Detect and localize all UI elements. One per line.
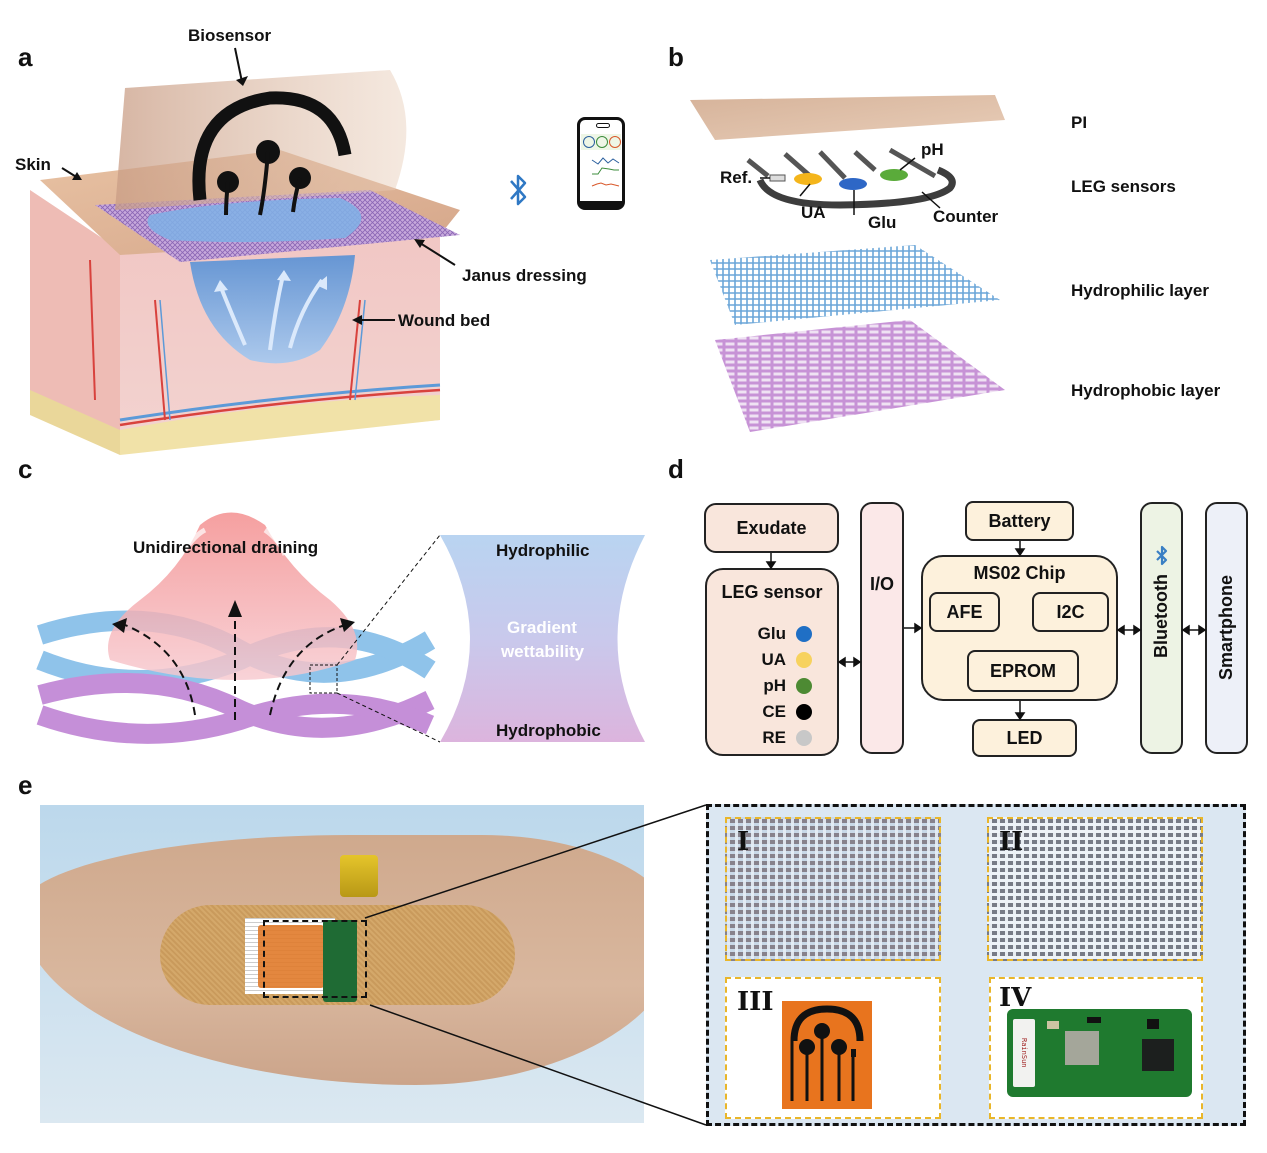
hydrophobic-label: Hydrophobic bbox=[496, 721, 601, 740]
i2c-label: I2C bbox=[1056, 601, 1085, 622]
legend-item-re: RE bbox=[732, 725, 812, 751]
hydrophilic-layer-label: Hydrophilic layer bbox=[1071, 281, 1209, 300]
biosensor-counter-electrode bbox=[192, 91, 352, 201]
i2c-block: I2C bbox=[1032, 592, 1109, 632]
glu-electrode bbox=[839, 178, 867, 190]
inset-i-numeral: I bbox=[737, 827, 750, 857]
panel-a-letter: a bbox=[18, 42, 33, 72]
glu-label: Glu bbox=[868, 213, 897, 232]
ua-label: UA bbox=[801, 203, 826, 222]
zoom-region-box bbox=[309, 664, 338, 694]
hydrophobic-layer-label: Hydrophobic layer bbox=[1071, 381, 1221, 400]
panel-a-illustration bbox=[30, 47, 460, 455]
inset-iv-numeral: IV bbox=[999, 983, 1032, 1013]
eprom-block: EPROM bbox=[967, 650, 1079, 692]
leg-sensor-block: LEG sensor Glu UA pH CE RE bbox=[705, 568, 839, 756]
smartphone-icon bbox=[577, 117, 625, 210]
pcb-module bbox=[323, 920, 357, 1002]
inset-iv: IV RainSun bbox=[989, 977, 1203, 1119]
ce-dot-icon bbox=[796, 704, 812, 720]
eprom-label: EPROM bbox=[989, 660, 1056, 681]
io-block: I/O bbox=[860, 502, 904, 754]
inset-iii: III bbox=[725, 977, 941, 1119]
panel-b-letter: b bbox=[668, 42, 684, 72]
wound-bed bbox=[190, 255, 355, 364]
legend-item-ce: CE bbox=[732, 699, 812, 725]
inset-i: I bbox=[725, 817, 941, 961]
hydrophilic-layer bbox=[710, 245, 1000, 325]
ua-electrode bbox=[794, 173, 822, 185]
leg-sensor-photo bbox=[782, 1001, 872, 1109]
unidirectional-draining-title: Unidirectional draining bbox=[133, 538, 319, 557]
pi-film bbox=[115, 70, 407, 210]
exudate-label: Exudate bbox=[736, 517, 807, 538]
bluetooth-icon bbox=[510, 174, 527, 206]
legend-item-glu: Glu bbox=[732, 621, 812, 647]
ref-label: Ref. bbox=[720, 168, 753, 187]
ua-dot-icon bbox=[796, 652, 812, 668]
janus-dressing-label: Janus dressing bbox=[462, 266, 587, 285]
biosensor-label: Biosensor bbox=[188, 26, 272, 45]
panel-c-draining-illustration bbox=[36, 512, 645, 744]
leg-sensor-title: LEG sensor bbox=[721, 582, 823, 602]
inset-iii-numeral: III bbox=[737, 987, 774, 1017]
led-label: LED bbox=[1006, 727, 1043, 748]
battery bbox=[340, 855, 378, 897]
counter-label: Counter bbox=[933, 207, 999, 226]
phone-readout-ph bbox=[609, 136, 621, 148]
battery-block: Battery bbox=[965, 501, 1074, 541]
panel-c-letter: c bbox=[18, 454, 33, 484]
counter-electrode bbox=[756, 166, 956, 209]
pcb-antenna-text: RainSun bbox=[1020, 1038, 1028, 1068]
afe-label: AFE bbox=[946, 601, 983, 622]
inset-ii-numeral: II bbox=[999, 827, 1024, 857]
leg-sensors-label: LEG sensors bbox=[1071, 177, 1176, 196]
bluetooth-block: Bluetooth bbox=[1140, 502, 1183, 754]
afe-block: AFE bbox=[929, 592, 1000, 632]
panel-e-letter: e bbox=[18, 770, 33, 800]
gradient-wettability-shape bbox=[440, 535, 645, 742]
re-dot-icon bbox=[796, 730, 812, 746]
panel-d-connectors bbox=[765, 541, 1207, 721]
hydrophobic-layer bbox=[715, 320, 1005, 432]
inset-ii: II bbox=[987, 817, 1203, 961]
sensor-legend: Glu UA pH CE RE bbox=[732, 621, 812, 751]
led-block: LED bbox=[972, 719, 1077, 757]
ms02-chip-label: MS02 Chip bbox=[973, 563, 1066, 583]
wound-bed-label: Wound bed bbox=[398, 311, 491, 330]
pi-layer bbox=[690, 95, 1005, 140]
phone-readout-glu bbox=[583, 136, 595, 148]
zoom-region-box bbox=[263, 920, 367, 998]
bluetooth-icon bbox=[1155, 545, 1167, 566]
ph-dot-icon bbox=[796, 678, 812, 694]
hydrophilic-label: Hydrophilic bbox=[496, 541, 590, 560]
gradient-label-line1: Gradient bbox=[507, 618, 577, 637]
glu-dot-icon bbox=[796, 626, 812, 642]
gradient-label-line2: wettability bbox=[500, 642, 585, 661]
leg-sensor-patch bbox=[258, 925, 324, 988]
smartphone-block: Smartphone bbox=[1205, 502, 1248, 754]
skin-block-front bbox=[30, 190, 120, 450]
panel-d-letter: d bbox=[668, 454, 684, 484]
legend-item-ua: UA bbox=[732, 647, 812, 673]
phone-trace-chart bbox=[591, 157, 620, 187]
pi-label: PI bbox=[1071, 113, 1088, 132]
battery-label: Battery bbox=[988, 510, 1051, 531]
arm-photo bbox=[40, 805, 644, 1123]
skin-label: Skin bbox=[15, 155, 51, 174]
phone-readout-ua bbox=[596, 136, 608, 148]
ph-label: pH bbox=[921, 140, 944, 159]
io-label: I/O bbox=[869, 574, 894, 594]
circuit-board-photo: RainSun bbox=[1007, 1009, 1192, 1097]
ph-electrode bbox=[880, 169, 908, 181]
legend-item-ph: pH bbox=[732, 673, 812, 699]
droplet bbox=[108, 512, 358, 680]
panel-b-exploded-view bbox=[690, 95, 1005, 432]
exudate-block: Exudate bbox=[704, 503, 839, 553]
inset-container: I II III IV RainSun bbox=[706, 804, 1246, 1126]
